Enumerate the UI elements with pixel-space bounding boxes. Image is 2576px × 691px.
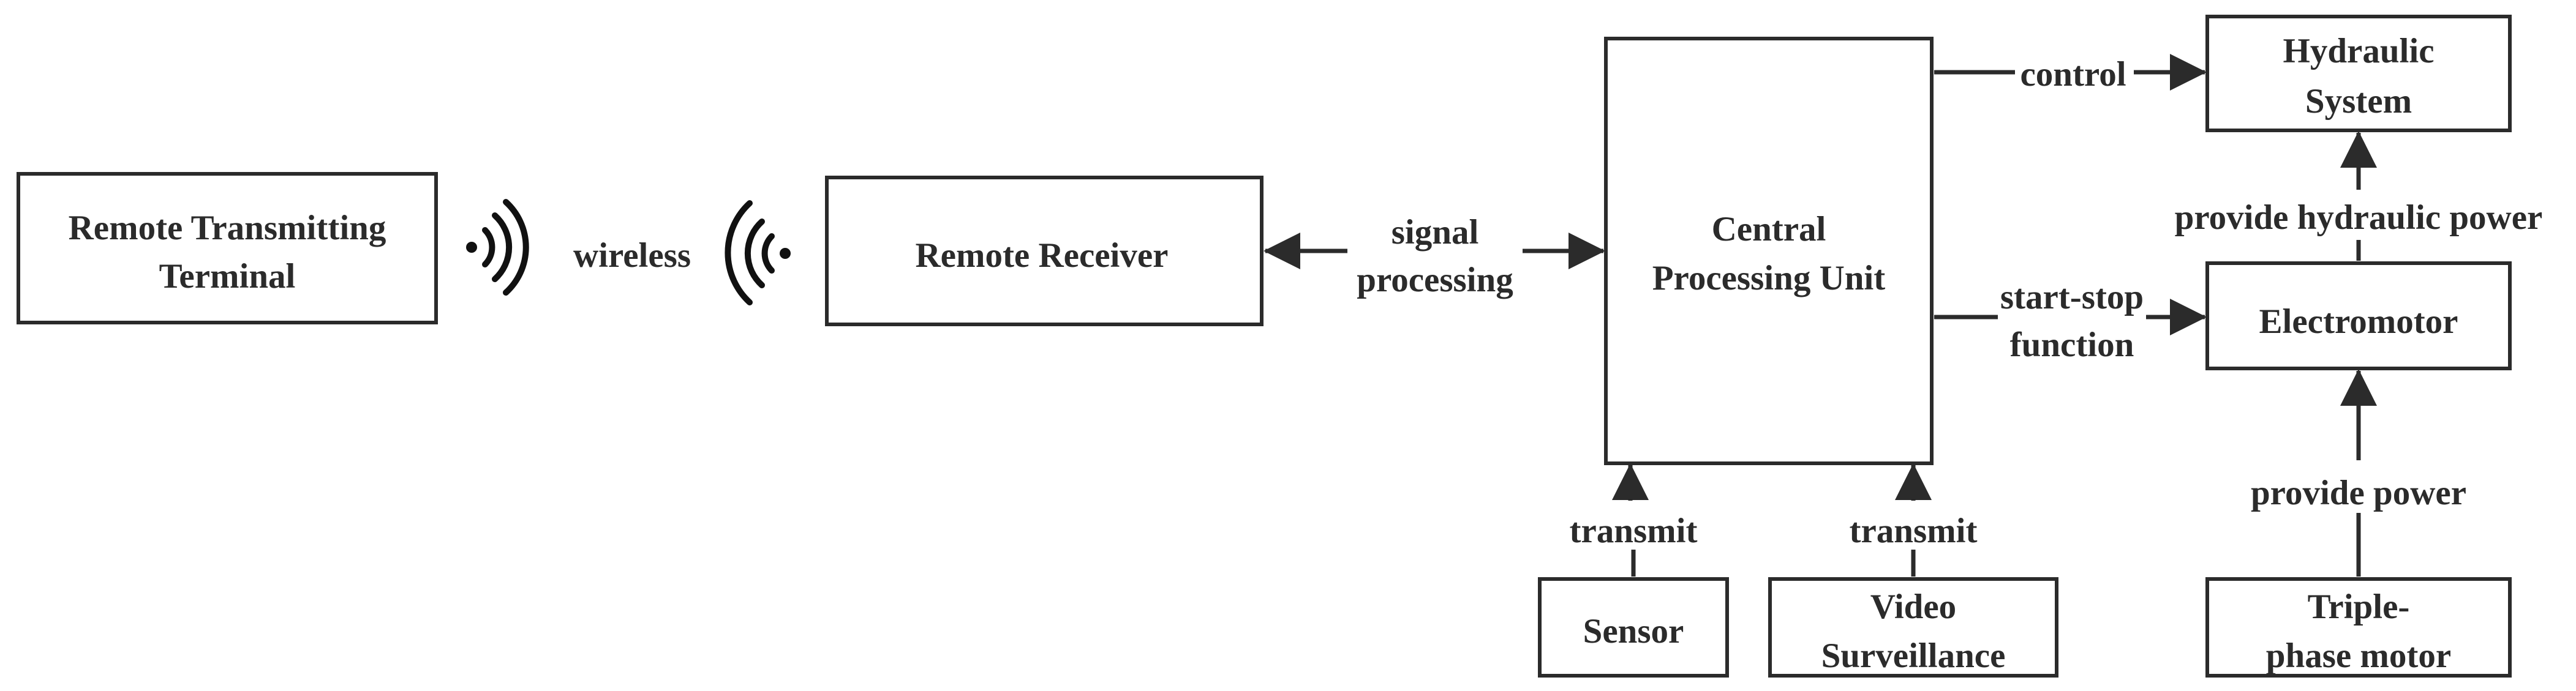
- wireless-label: wireless: [573, 236, 691, 275]
- remote-receiver-node: Remote Receiver: [825, 176, 1264, 326]
- control-label: control: [2020, 55, 2126, 94]
- provide-hydraulic-power-label: provide hydraulic power: [2175, 198, 2543, 237]
- central-processing-unit-label-line-1: Central: [1712, 210, 1826, 248]
- remote-receiver-label: Remote Receiver: [916, 236, 1169, 275]
- hydraulic-system-label-line-1: Hydraulic: [2283, 32, 2434, 70]
- signal-processing-label-line-1: signal: [1392, 213, 1479, 252]
- transmit-video-label: transmit: [1850, 512, 1978, 550]
- provide-power-connector: provide power: [2251, 369, 2466, 577]
- start-stop-function-label-line-2: function: [2010, 326, 2134, 364]
- triple-phase-motor-label-line-1: Triple-: [2308, 588, 2410, 626]
- triple-phase-motor-label-line-2: phase motor: [2266, 637, 2451, 675]
- signal-processing-connector: signal processing: [1264, 213, 1605, 299]
- remote-transmitting-terminal-label-line-2: Terminal: [159, 257, 296, 296]
- electromotor-node: Electromotor: [2205, 261, 2512, 370]
- hydraulic-system-label-line-2: System: [2305, 82, 2412, 121]
- sensor-label: Sensor: [1583, 612, 1684, 651]
- signal-processing-label-line-2: processing: [1357, 261, 1513, 299]
- sensor-node: Sensor: [1538, 577, 1729, 678]
- remote-transmitting-terminal-label-line-1: Remote Transmitting: [69, 209, 386, 247]
- transmit-sensor-label: transmit: [1570, 512, 1698, 550]
- video-surveillance-label-line-1: Video: [1870, 588, 1956, 626]
- start-stop-function-label-line-1: start-stop: [2000, 278, 2144, 316]
- wireless-signal-icon: [466, 199, 529, 296]
- transmit-video-connector: transmit: [1850, 463, 1978, 577]
- control-connector: control: [1934, 54, 2207, 94]
- video-surveillance-label-line-2: Surveillance: [1821, 637, 2006, 675]
- video-surveillance-node: Video Surveillance: [1768, 577, 2058, 678]
- hydraulic-system-node: Hydraulic System: [2205, 15, 2512, 132]
- central-processing-unit-node: Central Processing Unit: [1604, 37, 1934, 465]
- start-stop-function-connector: start-stop function: [1934, 278, 2207, 364]
- provide-hydraulic-power-connector: provide hydraulic power: [2175, 131, 2543, 261]
- remote-transmitting-terminal-node: Remote Transmitting Terminal: [17, 172, 438, 324]
- transmit-sensor-connector: transmit: [1570, 463, 1698, 577]
- electromotor-label: Electromotor: [2259, 302, 2458, 341]
- triple-phase-motor-node: Triple- phase motor: [2205, 577, 2512, 678]
- central-processing-unit-label-line-2: Processing Unit: [1652, 259, 1886, 297]
- provide-power-label: provide power: [2251, 474, 2466, 512]
- wireless-signal-icon: [725, 200, 791, 305]
